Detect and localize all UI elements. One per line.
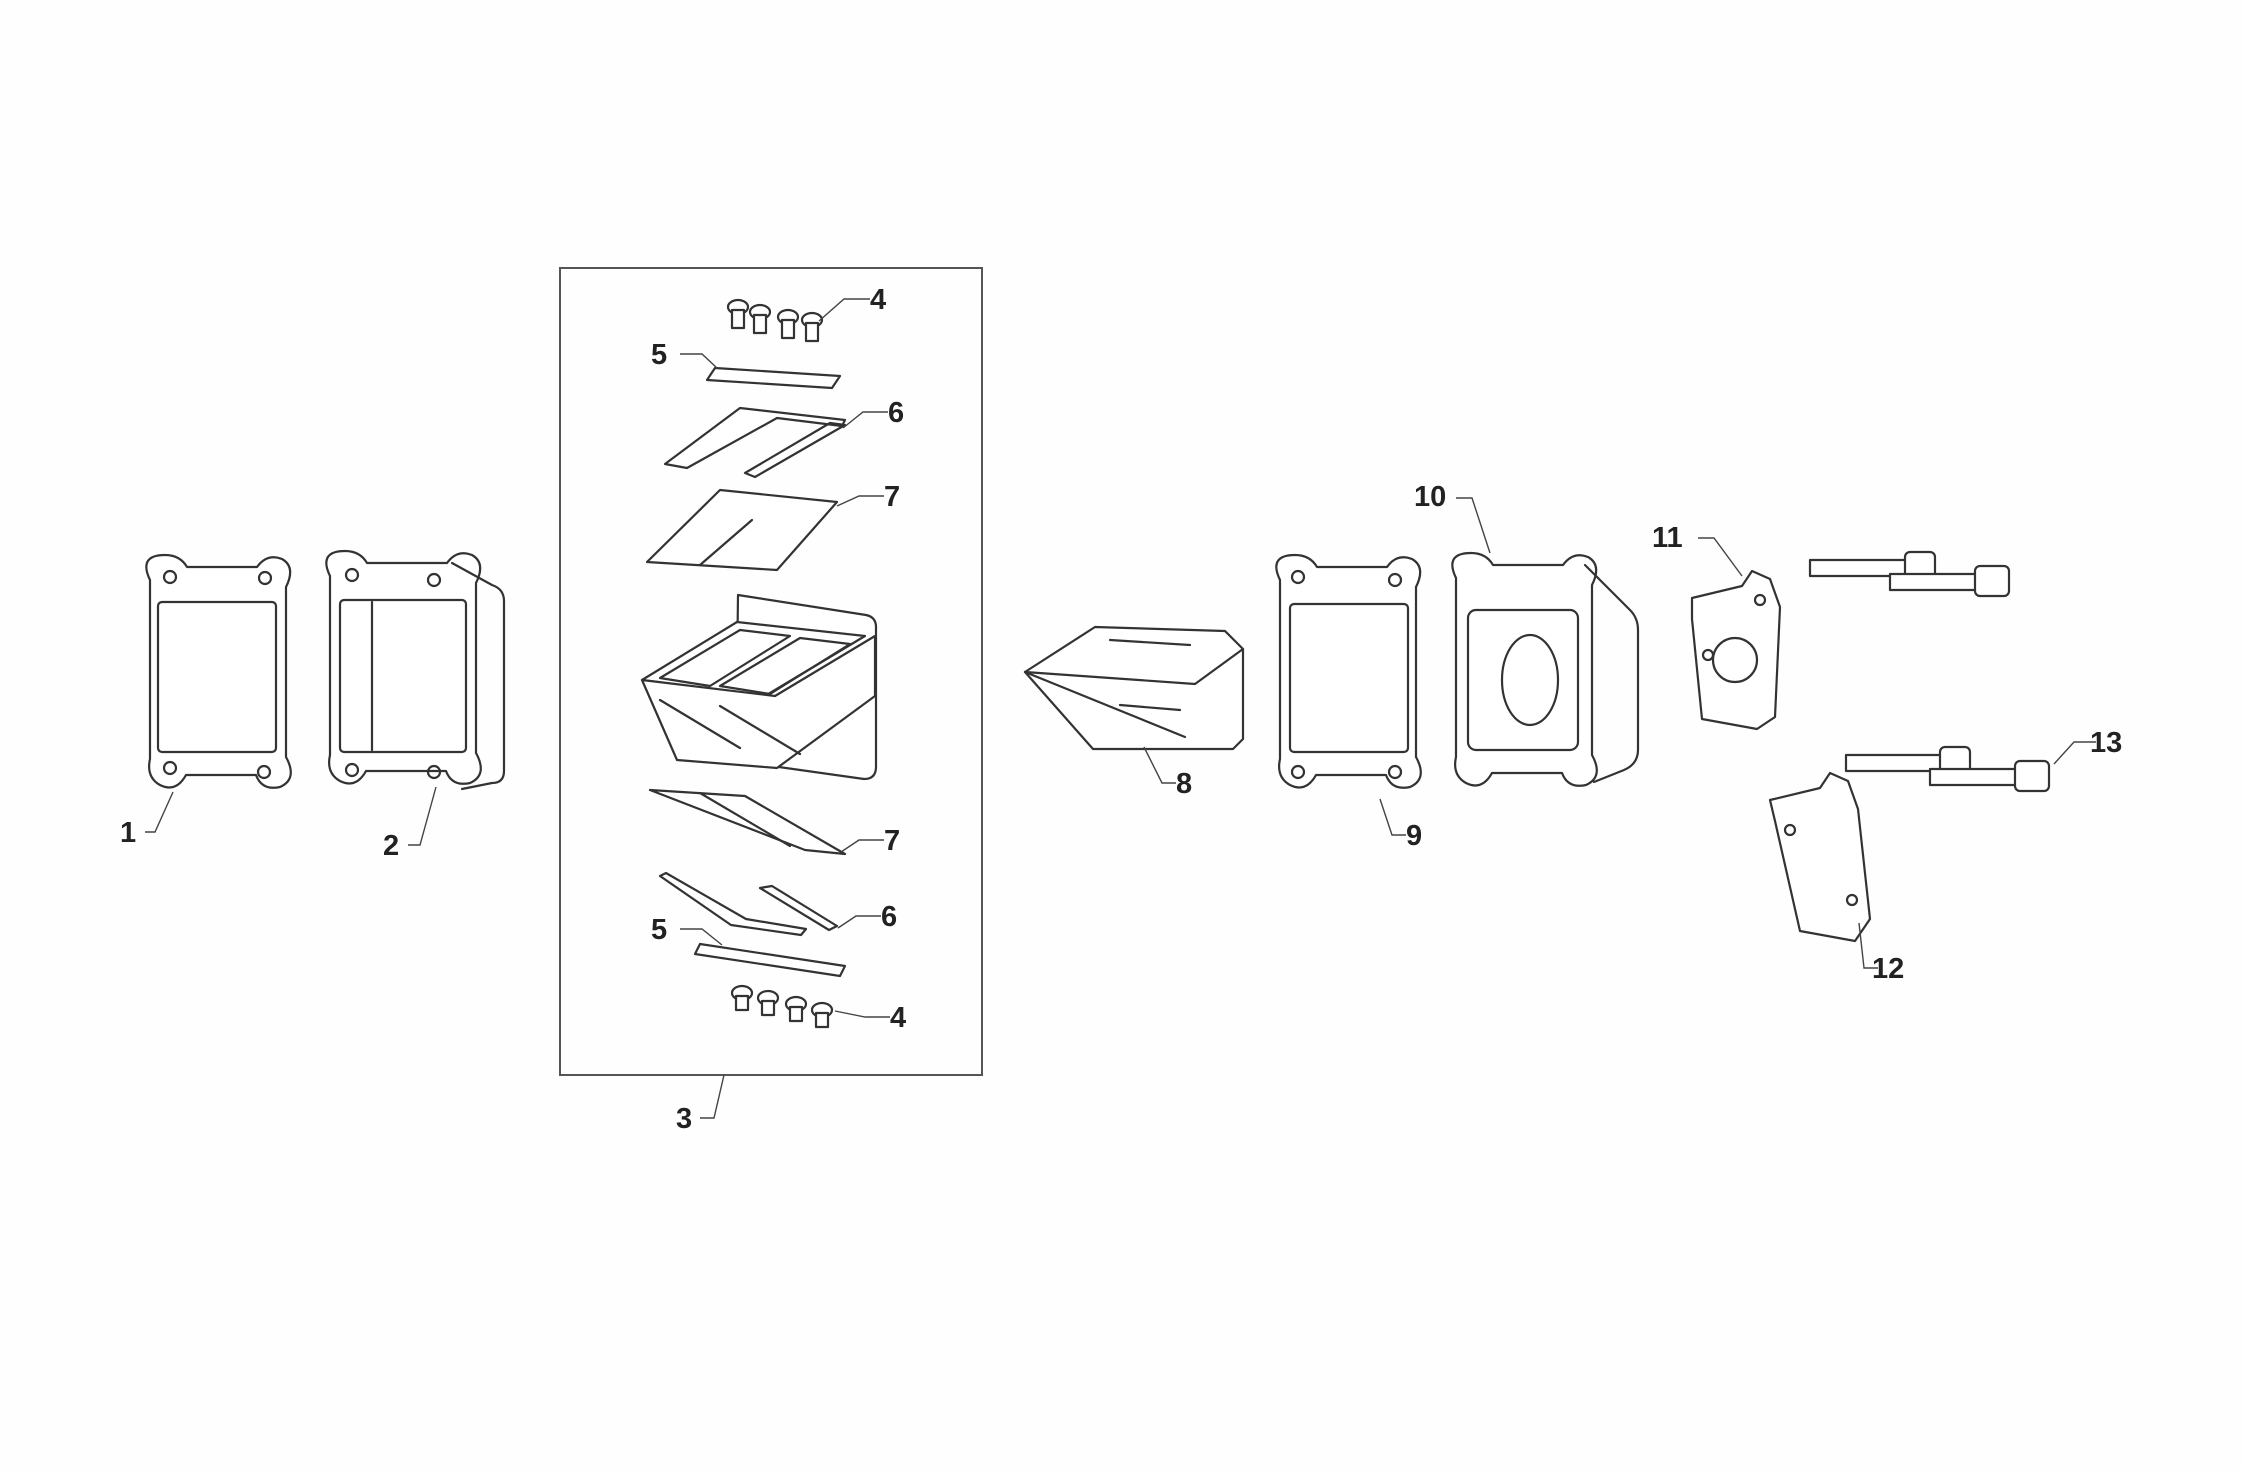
part-6-reed-frame-bottom — [658, 871, 839, 937]
callout-5-top: 5 — [651, 339, 667, 371]
part-4-screws-bottom — [730, 984, 834, 1029]
part-13-bolts — [1808, 550, 2051, 793]
leader-lines — [145, 298, 2096, 1119]
callout-5-bottom: 5 — [651, 914, 667, 946]
callout-9: 9 — [1406, 820, 1422, 852]
part-2-spacer — [325, 549, 506, 791]
callout-2: 2 — [383, 830, 399, 862]
callout-labels: 1 2 3 4 5 6 7 7 6 5 4 8 9 10 11 12 13 — [120, 284, 2122, 1135]
part-6-reed-frame-top — [663, 406, 847, 479]
reed-block — [640, 593, 878, 781]
part-8-reed-cage — [1023, 625, 1245, 751]
part-11-plate — [1690, 569, 1782, 731]
part-9-gasket — [1275, 553, 1422, 789]
part-10-intake-manifold — [1451, 551, 1640, 787]
callout-4-top: 4 — [870, 284, 886, 316]
callout-7-top: 7 — [884, 481, 900, 513]
callout-12: 12 — [1872, 953, 1904, 985]
part-5-stopper-top — [705, 366, 842, 390]
callout-8: 8 — [1176, 768, 1192, 800]
callout-6-top: 6 — [888, 397, 904, 429]
callout-11: 11 — [1652, 522, 1683, 554]
reed-kit-box — [559, 267, 983, 1076]
callout-13: 13 — [2090, 727, 2122, 759]
part-5-stopper-bottom — [693, 942, 847, 978]
callout-3: 3 — [676, 1103, 692, 1135]
callout-7-bottom: 7 — [884, 825, 900, 857]
callout-1: 1 — [120, 817, 136, 849]
callout-10: 10 — [1414, 481, 1446, 513]
part-12-plate — [1768, 771, 1872, 943]
part-4-screws-top — [726, 298, 824, 343]
part-1-gasket — [145, 553, 292, 789]
callout-4-bottom: 4 — [890, 1002, 906, 1034]
callout-6-bottom: 6 — [881, 901, 897, 933]
